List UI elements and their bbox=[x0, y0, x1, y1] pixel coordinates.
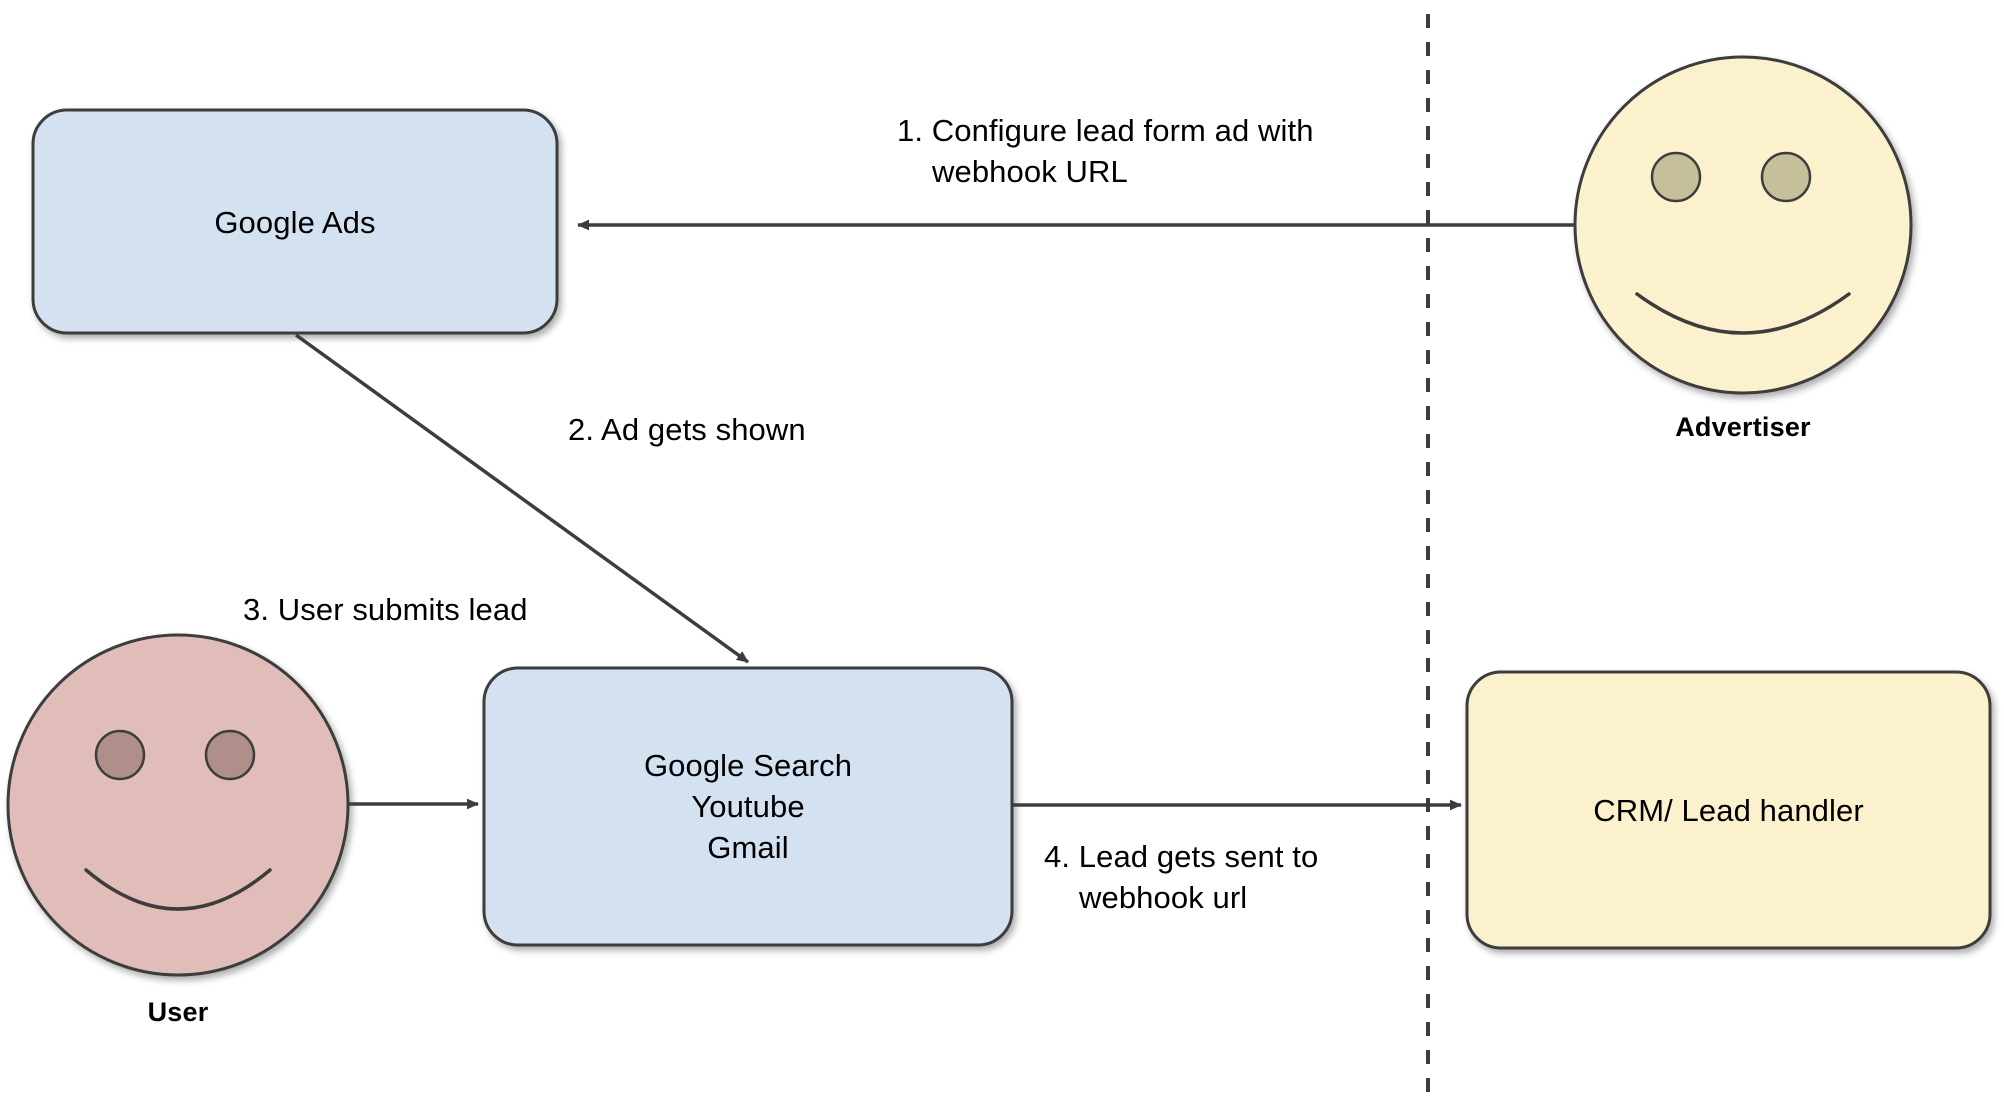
edge-step-1-label: 1. Configure lead form ad with webhook U… bbox=[897, 113, 1314, 189]
node-google-ads-label: Google Ads bbox=[214, 205, 376, 240]
edge-step-2-arrow[interactable] bbox=[294, 333, 750, 664]
advertiser-right-eye-icon bbox=[1760, 151, 1812, 203]
node-advertiser-caption: Advertiser bbox=[1675, 412, 1811, 442]
node-advertiser-shape[interactable] bbox=[1573, 55, 1913, 395]
node-user-caption: User bbox=[147, 997, 209, 1027]
user-left-eye-icon bbox=[94, 729, 146, 781]
advertiser-smile-icon bbox=[1635, 292, 1851, 335]
user-smile-icon bbox=[84, 868, 272, 911]
node-google-ads-shape[interactable] bbox=[31, 108, 559, 335]
edge-step-3-label: 3. User submits lead bbox=[243, 592, 528, 627]
edge-step-4-label: 4. Lead gets sent to webhook url bbox=[1044, 839, 1319, 915]
edge-step-2-label: 2. Ad gets shown bbox=[568, 412, 806, 447]
node-google-properties-label: Google Search Youtube Gmail bbox=[643, 748, 853, 865]
user-right-eye-icon bbox=[204, 729, 256, 781]
node-crm-shape[interactable] bbox=[1465, 670, 1992, 950]
node-user-shape[interactable] bbox=[6, 633, 350, 977]
node-crm-label: CRM/ Lead handler bbox=[1593, 793, 1864, 828]
advertiser-left-eye-icon bbox=[1650, 151, 1702, 203]
